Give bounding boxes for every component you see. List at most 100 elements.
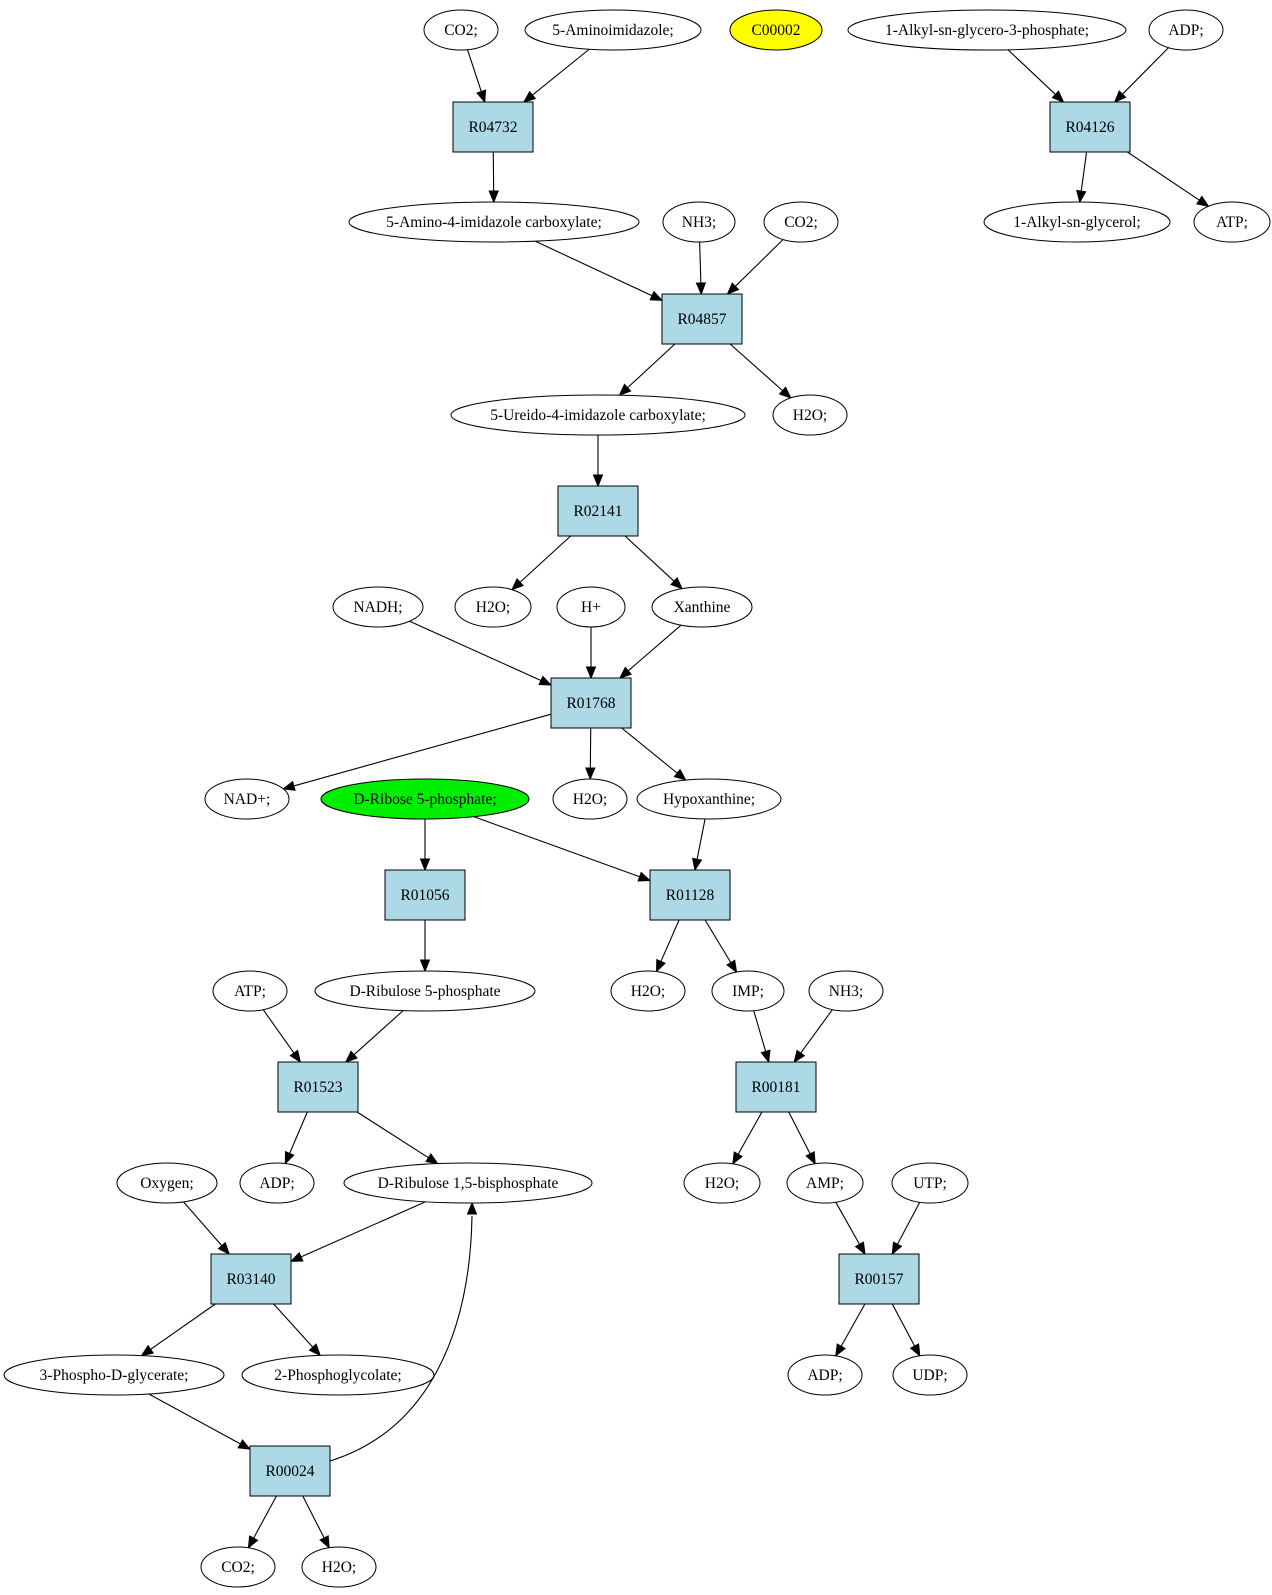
compound-node-h2o_c[interactable]: H2O;: [552, 778, 628, 820]
compound-node-nh3_a[interactable]: NH3;: [662, 201, 736, 243]
reaction-node-r04857[interactable]: R04857: [661, 293, 743, 345]
compound-node-adp_a[interactable]: ADP;: [1148, 9, 1224, 51]
compound-node-ribulosebis[interactable]: D-Ribulose 1,5-bisphosphate: [343, 1162, 593, 1204]
compound-ellipse[interactable]: [1193, 201, 1271, 243]
compound-ellipse[interactable]: [610, 970, 686, 1012]
compound-ellipse[interactable]: [212, 970, 288, 1012]
reaction-node-r01768[interactable]: R01768: [550, 677, 632, 729]
compound-node-c00002[interactable]: C00002: [729, 9, 823, 51]
compound-node-phosphoglycolate[interactable]: 2-Phosphoglycolate;: [241, 1354, 435, 1396]
compound-node-phosphoglycerate[interactable]: 3-Phospho-D-glycerate;: [3, 1354, 225, 1396]
compound-node-nadplus[interactable]: NAD+;: [204, 778, 290, 820]
compound-ellipse[interactable]: [332, 586, 424, 628]
compound-node-atp_a[interactable]: ATP;: [1193, 201, 1271, 243]
compound-node-h2o_a[interactable]: H2O;: [772, 394, 848, 436]
compound-ellipse[interactable]: [808, 970, 884, 1012]
compound-node-oxygen[interactable]: Oxygen;: [116, 1162, 218, 1204]
compound-node-adp_c[interactable]: ADP;: [787, 1354, 863, 1396]
compound-node-co2_c[interactable]: CO2;: [200, 1546, 276, 1588]
reaction-node-r01056[interactable]: R01056: [384, 869, 466, 921]
compound-ellipse[interactable]: [847, 9, 1127, 51]
compound-ellipse[interactable]: [711, 970, 785, 1012]
compound-ellipse[interactable]: [454, 586, 532, 628]
reaction-node-r02141[interactable]: R02141: [557, 485, 639, 537]
compound-ellipse[interactable]: [314, 970, 536, 1012]
node-label: 2-Phosphoglycolate;: [274, 1367, 401, 1384]
compound-ellipse[interactable]: [556, 586, 626, 628]
compound-node-hplus[interactable]: H+: [556, 586, 626, 628]
reaction-node-r04732[interactable]: R04732: [452, 101, 534, 153]
compound-node-imp[interactable]: IMP;: [711, 970, 785, 1012]
compound-ellipse[interactable]: [552, 778, 628, 820]
compound-ellipse[interactable]: [763, 201, 839, 243]
compound-ellipse[interactable]: [729, 9, 823, 51]
compound-node-h2o_d[interactable]: H2O;: [610, 970, 686, 1012]
compound-node-ribulose5p[interactable]: D-Ribulose 5-phosphate: [314, 970, 536, 1012]
compound-node-co2_a[interactable]: CO2;: [423, 9, 499, 51]
compound-node-atp_b[interactable]: ATP;: [212, 970, 288, 1012]
compound-ellipse[interactable]: [423, 9, 499, 51]
compound-node-utp[interactable]: UTP;: [891, 1162, 969, 1204]
compound-ellipse[interactable]: [204, 778, 290, 820]
compound-node-h2o_e[interactable]: H2O;: [683, 1162, 761, 1204]
reaction-node-r01128[interactable]: R01128: [649, 869, 731, 921]
reaction-box[interactable]: [838, 1253, 920, 1305]
compound-node-amp[interactable]: AMP;: [786, 1162, 864, 1204]
compound-ellipse[interactable]: [787, 1354, 863, 1396]
reaction-node-r00157[interactable]: R00157: [838, 1253, 920, 1305]
compound-node-aminoimidazole[interactable]: 5-Aminoimidazole;: [524, 9, 702, 51]
compound-node-nadh[interactable]: NADH;: [332, 586, 424, 628]
reaction-node-r00024[interactable]: R00024: [249, 1445, 331, 1497]
compound-ellipse[interactable]: [651, 586, 753, 628]
reaction-box[interactable]: [557, 485, 639, 537]
reaction-box[interactable]: [210, 1253, 292, 1305]
reaction-node-r04126[interactable]: R04126: [1049, 101, 1131, 153]
compound-node-aicarbox[interactable]: 5-Amino-4-imidazole carboxylate;: [348, 201, 640, 243]
reaction-box[interactable]: [452, 101, 534, 153]
reaction-box[interactable]: [735, 1061, 817, 1113]
compound-ellipse[interactable]: [239, 1162, 315, 1204]
compound-ellipse[interactable]: [891, 1162, 969, 1204]
compound-node-ureido[interactable]: 5-Ureido-4-imidazole carboxylate;: [450, 394, 746, 436]
compound-node-alkylglycerophosphate[interactable]: 1-Alkyl-sn-glycero-3-phosphate;: [847, 9, 1127, 51]
reaction-box[interactable]: [1049, 101, 1131, 153]
compound-node-h2o_b[interactable]: H2O;: [454, 586, 532, 628]
compound-ellipse[interactable]: [892, 1354, 968, 1396]
compound-ellipse[interactable]: [1148, 9, 1224, 51]
reaction-box[interactable]: [661, 293, 743, 345]
compound-node-adp_b[interactable]: ADP;: [239, 1162, 315, 1204]
compound-ellipse[interactable]: [116, 1162, 218, 1204]
reaction-node-r00181[interactable]: R00181: [735, 1061, 817, 1113]
compound-ellipse[interactable]: [348, 201, 640, 243]
compound-node-nh3_b[interactable]: NH3;: [808, 970, 884, 1012]
compound-node-co2_b[interactable]: CO2;: [763, 201, 839, 243]
reaction-box[interactable]: [249, 1445, 331, 1497]
compound-node-alkylglycerol[interactable]: 1-Alkyl-sn-glycerol;: [983, 201, 1171, 243]
compound-node-hypoxanthine[interactable]: Hypoxanthine;: [636, 778, 782, 820]
compound-ellipse[interactable]: [983, 201, 1171, 243]
compound-ellipse[interactable]: [200, 1546, 276, 1588]
compound-ellipse[interactable]: [320, 778, 530, 820]
compound-ellipse[interactable]: [301, 1546, 377, 1588]
reaction-box[interactable]: [277, 1061, 359, 1113]
compound-ellipse[interactable]: [524, 9, 702, 51]
compound-ellipse[interactable]: [786, 1162, 864, 1204]
compound-ellipse[interactable]: [772, 394, 848, 436]
compound-ellipse[interactable]: [662, 201, 736, 243]
compound-ellipse[interactable]: [241, 1354, 435, 1396]
compound-ellipse[interactable]: [636, 778, 782, 820]
reaction-node-r01523[interactable]: R01523: [277, 1061, 359, 1113]
compound-node-xanthine[interactable]: Xanthine: [651, 586, 753, 628]
compound-ellipse[interactable]: [3, 1354, 225, 1396]
compound-ellipse[interactable]: [683, 1162, 761, 1204]
reaction-box[interactable]: [649, 869, 731, 921]
compound-node-ribose5p[interactable]: D-Ribose 5-phosphate;: [320, 778, 530, 820]
reaction-node-r03140[interactable]: R03140: [210, 1253, 292, 1305]
compound-node-udp[interactable]: UDP;: [892, 1354, 968, 1396]
reaction-box[interactable]: [384, 869, 466, 921]
compound-ellipse[interactable]: [343, 1162, 593, 1204]
node-label: R01128: [666, 887, 715, 904]
compound-node-h2o_f[interactable]: H2O;: [301, 1546, 377, 1588]
reaction-box[interactable]: [550, 677, 632, 729]
compound-ellipse[interactable]: [450, 394, 746, 436]
